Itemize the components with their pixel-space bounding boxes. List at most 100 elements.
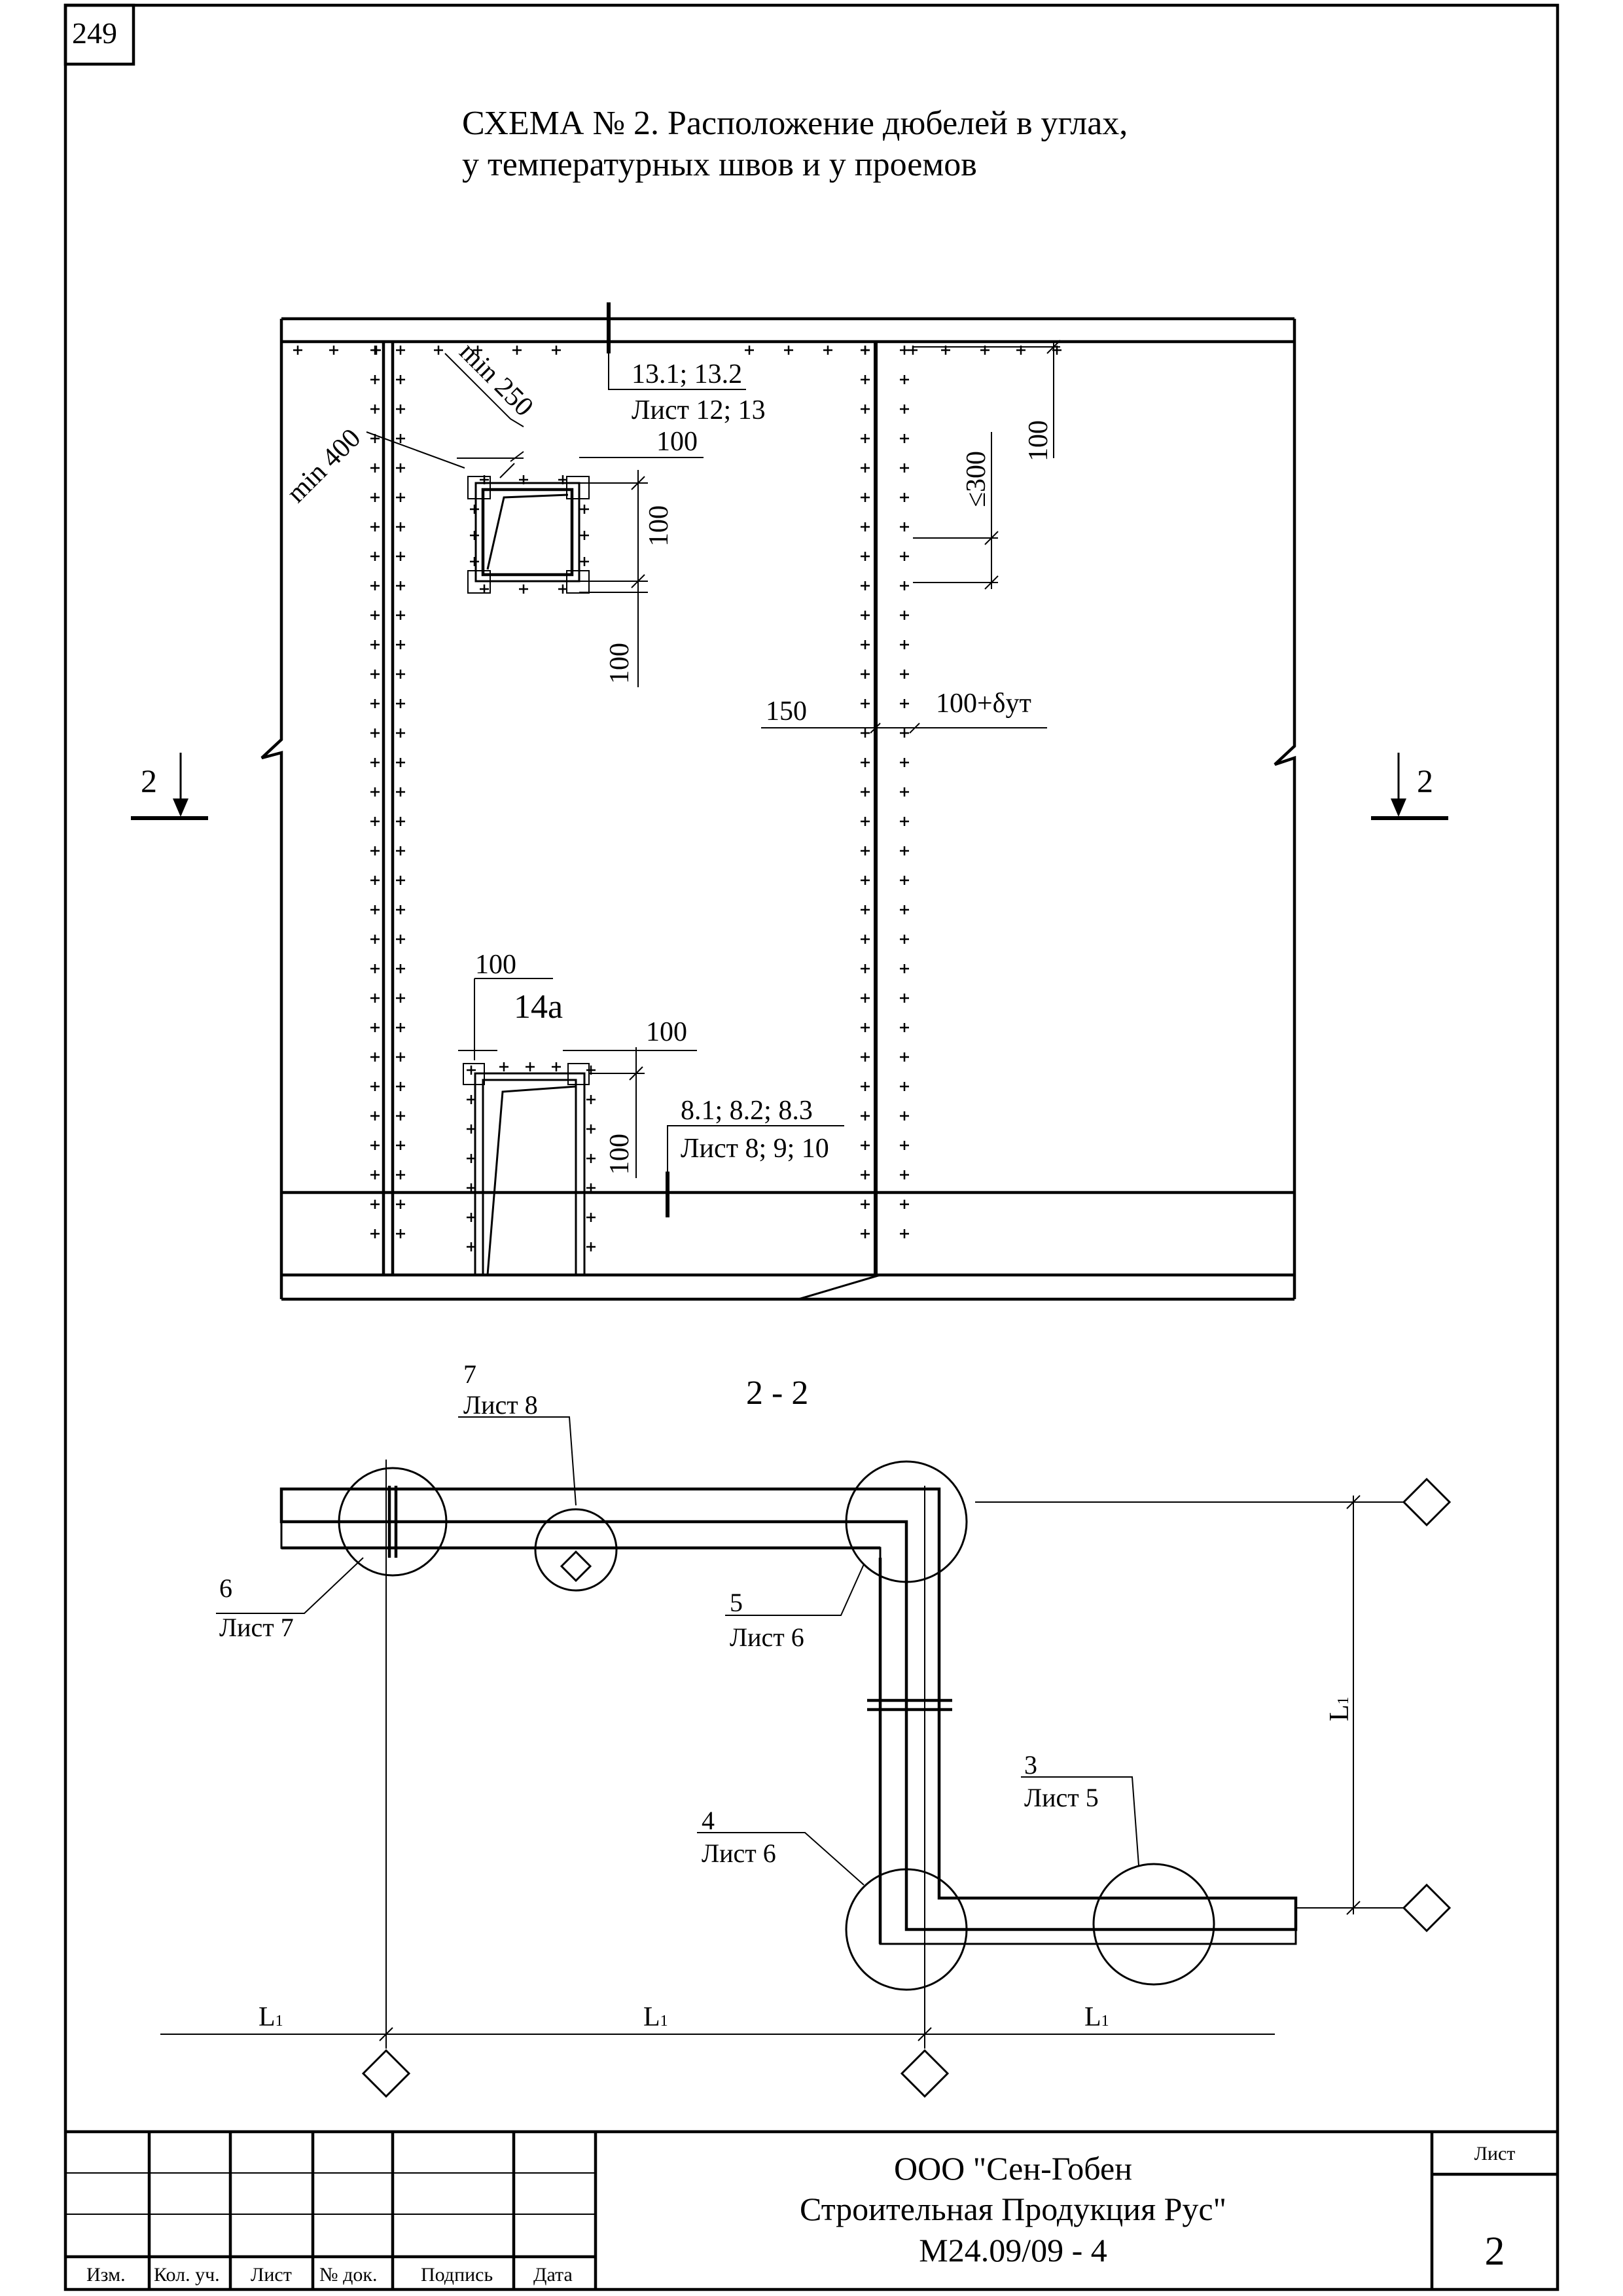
dowel-mark xyxy=(558,584,567,594)
dowel-mark xyxy=(519,475,528,484)
dowel-mark xyxy=(900,728,909,738)
dowel-mark xyxy=(370,611,380,620)
dowel-mark xyxy=(900,876,909,885)
dowel-mark xyxy=(861,1200,870,1209)
company-line-1: ООО "Сен-Гобен xyxy=(894,2150,1132,2187)
dowel-mark xyxy=(370,346,380,355)
dowel-mark xyxy=(900,787,909,797)
callout-7-sheet: Лист 8 xyxy=(463,1390,538,1420)
section-2-2: 2 - 2 xyxy=(160,1359,1452,2098)
dowel-mark xyxy=(396,1229,405,1238)
dowel-mark xyxy=(499,1062,508,1071)
dim-100-dyt: 100+δут xyxy=(936,689,1031,719)
dowel-mark xyxy=(900,640,909,649)
dowel-mark xyxy=(586,1095,596,1104)
callout-5-num: 5 xyxy=(730,1588,743,1617)
dowel-mark xyxy=(370,758,380,767)
dowel-mark xyxy=(900,1111,909,1121)
dowel-mark xyxy=(861,670,870,679)
dowel-mark xyxy=(370,522,380,531)
dowel-mark xyxy=(396,1082,405,1091)
dowel-mark xyxy=(470,557,479,566)
dowel-mark xyxy=(396,581,405,590)
dowel-mark xyxy=(900,434,909,443)
schema-title: СХЕМА № 2. Расположение дюбелей в углах,… xyxy=(462,105,1128,183)
dowel-mark xyxy=(861,728,870,738)
dowel-mark xyxy=(370,463,380,473)
dowel-mark xyxy=(396,552,405,561)
dowel-mark xyxy=(467,1095,476,1104)
dowel-marks xyxy=(293,346,1061,1251)
ref-top-line-2: Лист 12; 13 xyxy=(632,395,766,425)
dowel-mark xyxy=(396,787,405,797)
ref-top-line-1: 13.1; 13.2 xyxy=(632,359,742,389)
dowel-mark xyxy=(900,522,909,531)
dowel-mark xyxy=(396,493,405,502)
dowel-mark xyxy=(370,787,380,797)
col-doc-no: № док. xyxy=(319,2264,377,2286)
dowel-mark xyxy=(396,758,405,767)
page-number: 249 xyxy=(72,16,117,50)
dowel-mark xyxy=(861,905,870,914)
dowel-mark xyxy=(586,1124,596,1134)
dowel-mark xyxy=(900,404,909,414)
dowel-mark xyxy=(519,584,528,594)
dowel-mark xyxy=(396,434,405,443)
dowel-mark xyxy=(370,493,380,502)
dowel-mark xyxy=(370,1052,380,1062)
dowel-mark xyxy=(480,584,489,594)
dowel-mark xyxy=(900,1141,909,1150)
dowel-mark xyxy=(370,640,380,649)
dowel-mark xyxy=(861,846,870,855)
callout-7-num: 7 xyxy=(463,1359,476,1389)
dowel-mark xyxy=(467,1213,476,1222)
dowel-mark xyxy=(861,1229,870,1238)
dowel-mark xyxy=(861,1082,870,1091)
title-block: Изм. Кол. уч. Лист № док. Подпись Дата О… xyxy=(65,2130,1558,2289)
dowel-mark xyxy=(396,1052,405,1062)
dowel-mark xyxy=(370,935,380,944)
dowel-mark xyxy=(370,670,380,679)
dowel-mark xyxy=(370,1023,380,1032)
door-mark: 14а xyxy=(514,988,563,1026)
dowel-mark xyxy=(396,728,405,738)
dowel-mark xyxy=(900,964,909,973)
dim-150: 150 xyxy=(766,696,807,726)
dowel-mark xyxy=(861,552,870,561)
dim-min-250: min 250 xyxy=(454,337,539,423)
dowel-mark xyxy=(396,375,405,384)
dim-right-100: 100 xyxy=(1024,420,1054,461)
dowel-mark xyxy=(900,611,909,620)
dowel-mark xyxy=(467,1242,476,1251)
dowel-mark xyxy=(558,475,567,484)
dowel-mark xyxy=(900,463,909,473)
dowel-mark xyxy=(900,670,909,679)
dowel-mark xyxy=(370,1141,380,1150)
callout-3-sheet: Лист 5 xyxy=(1024,1783,1099,1812)
dowel-mark xyxy=(396,404,405,414)
dowel-mark xyxy=(470,531,479,540)
dowel-mark xyxy=(900,1229,909,1238)
section-title: 2 - 2 xyxy=(746,1374,808,1412)
dim-L1-right: L1 xyxy=(1084,2002,1109,2032)
dowel-mark xyxy=(861,994,870,1003)
ref-bottom-line-1: 8.1; 8.2; 8.3 xyxy=(681,1096,813,1126)
dim-window-100-top: 100 xyxy=(656,427,698,457)
dowel-mark xyxy=(370,1111,380,1121)
section-mark-left-label: 2 xyxy=(141,762,157,799)
dowel-mark xyxy=(396,1200,405,1209)
dowel-mark xyxy=(861,375,870,384)
dim-door-100-top: 100 xyxy=(475,950,516,980)
dowel-mark xyxy=(861,1023,870,1032)
section-mark-right: 2 xyxy=(1371,753,1448,820)
dowel-mark xyxy=(900,552,909,561)
doc-code: М24.09/09 - 4 xyxy=(919,2232,1107,2269)
dowel-mark xyxy=(467,1183,476,1193)
dowel-mark xyxy=(370,817,380,826)
callout-3-num: 3 xyxy=(1024,1750,1037,1780)
dowel-mark xyxy=(370,1229,380,1238)
dowel-mark xyxy=(396,964,405,973)
dowel-mark xyxy=(900,699,909,708)
dowel-mark xyxy=(467,1154,476,1163)
dowel-mark xyxy=(861,404,870,414)
